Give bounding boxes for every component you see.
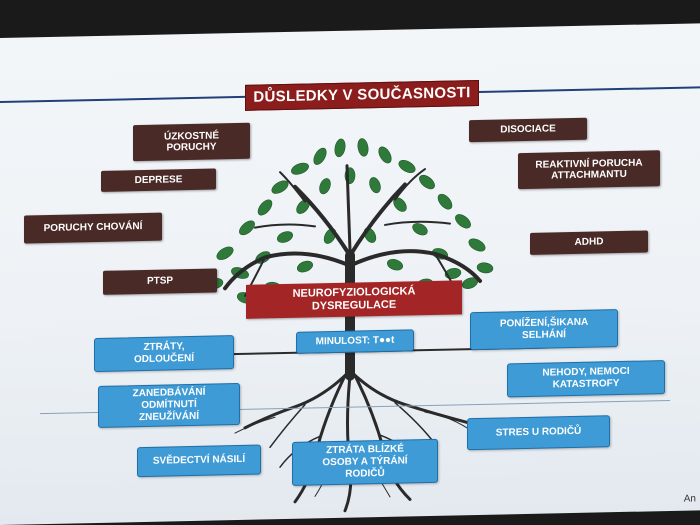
corner-text: An	[683, 493, 696, 505]
box-ztrata-blizke-osoby: ZTRÁTA BLÍZKÉ OSOBY A TÝRÁNÍ RODIČŮ	[292, 438, 438, 486]
tree-roots	[234, 335, 476, 513]
box-neurofyziologicka-dysregulace: NEUROFYZIOLOGICKÁ DYSREGULACE	[246, 280, 462, 319]
box-ponizeni-sikana: PONÍŽENÍ,ŠIKANA SELHÁNÍ	[470, 309, 618, 351]
slide: DŮSLEDKY V SOUČASNOSTI ÚZKOSTNÉ PORUCHY …	[0, 23, 700, 525]
box-nehody-nemoci: NEHODY, NEMOCI KATASTROFY	[507, 360, 665, 398]
box-uzkostne-poruchy: ÚZKOSTNÉ PORUCHY	[133, 122, 250, 162]
box-disociace: DISOCIACE	[469, 117, 587, 143]
box-minulost: MINULOST: T●●t	[296, 329, 414, 354]
slide-title: DŮSLEDKY V SOUČASNOSTI	[245, 79, 479, 111]
box-adhd: ADHD	[530, 230, 648, 255]
box-reaktivni-porucha: REAKTIVNÍ PORUCHA ATTACHMANTU	[518, 150, 660, 190]
box-ztraty-odlouceni: ZTRÁTY, ODLOUČENÍ	[94, 335, 234, 373]
box-ptsp: PTSP	[103, 268, 217, 295]
box-stres-u-rodicu: STRES U RODIČŮ	[467, 415, 610, 451]
box-svedectvi-nasili: SVĚDECTVÍ NÁSILÍ	[137, 444, 261, 478]
box-deprese: DEPRESE	[101, 168, 216, 192]
box-poruchy-chovani: PORUCHY CHOVÁNÍ	[24, 212, 162, 244]
box-zanedbavani: ZANEDBÁVÁNÍ ODMÍTNUTÍ ZNEUŽÍVÁNÍ	[98, 382, 240, 428]
